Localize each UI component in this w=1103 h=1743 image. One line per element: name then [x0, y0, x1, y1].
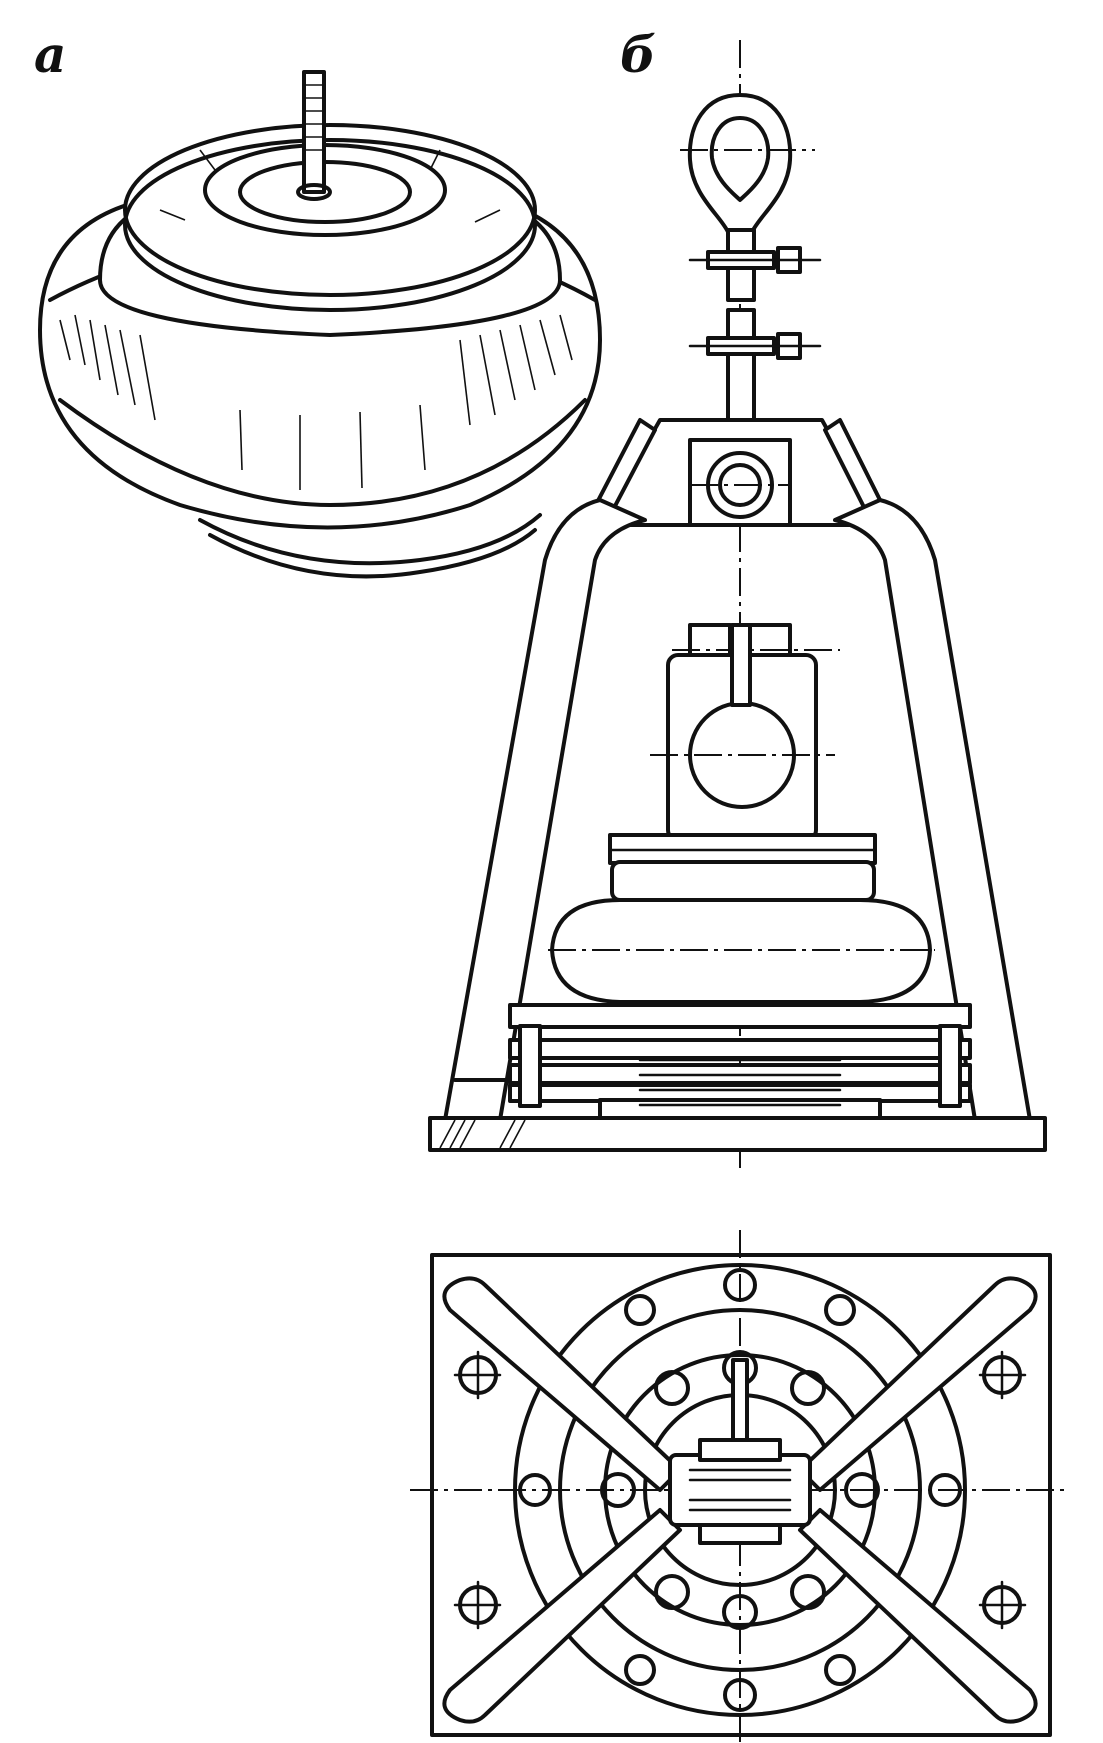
load-rod	[726, 308, 756, 422]
central-hub	[668, 1453, 812, 1527]
panel-label-a: а	[34, 25, 67, 84]
base-plate	[428, 1116, 1047, 1152]
panel-label-b: б	[620, 25, 657, 84]
air-spring-base-ring	[198, 513, 542, 566]
corner-bolts	[453, 1350, 1027, 1630]
outer-flange-circle	[513, 1263, 967, 1717]
air-spring-stud	[302, 70, 326, 194]
air-spring-top-cap	[123, 123, 537, 297]
arm-bottom-right	[798, 1508, 1038, 1724]
arm-top-right	[798, 1276, 1038, 1492]
test-fixture-plan-view	[410, 1230, 1070, 1743]
test-fixture-side-view	[428, 40, 1047, 1170]
lower-plate-1	[508, 1003, 972, 1029]
lifting-eye	[687, 93, 793, 234]
arm-top-left	[442, 1276, 682, 1492]
arm-bottom-left	[442, 1508, 682, 1724]
flange-bolts	[518, 1268, 962, 1712]
air-spring-perspective	[38, 70, 602, 579]
